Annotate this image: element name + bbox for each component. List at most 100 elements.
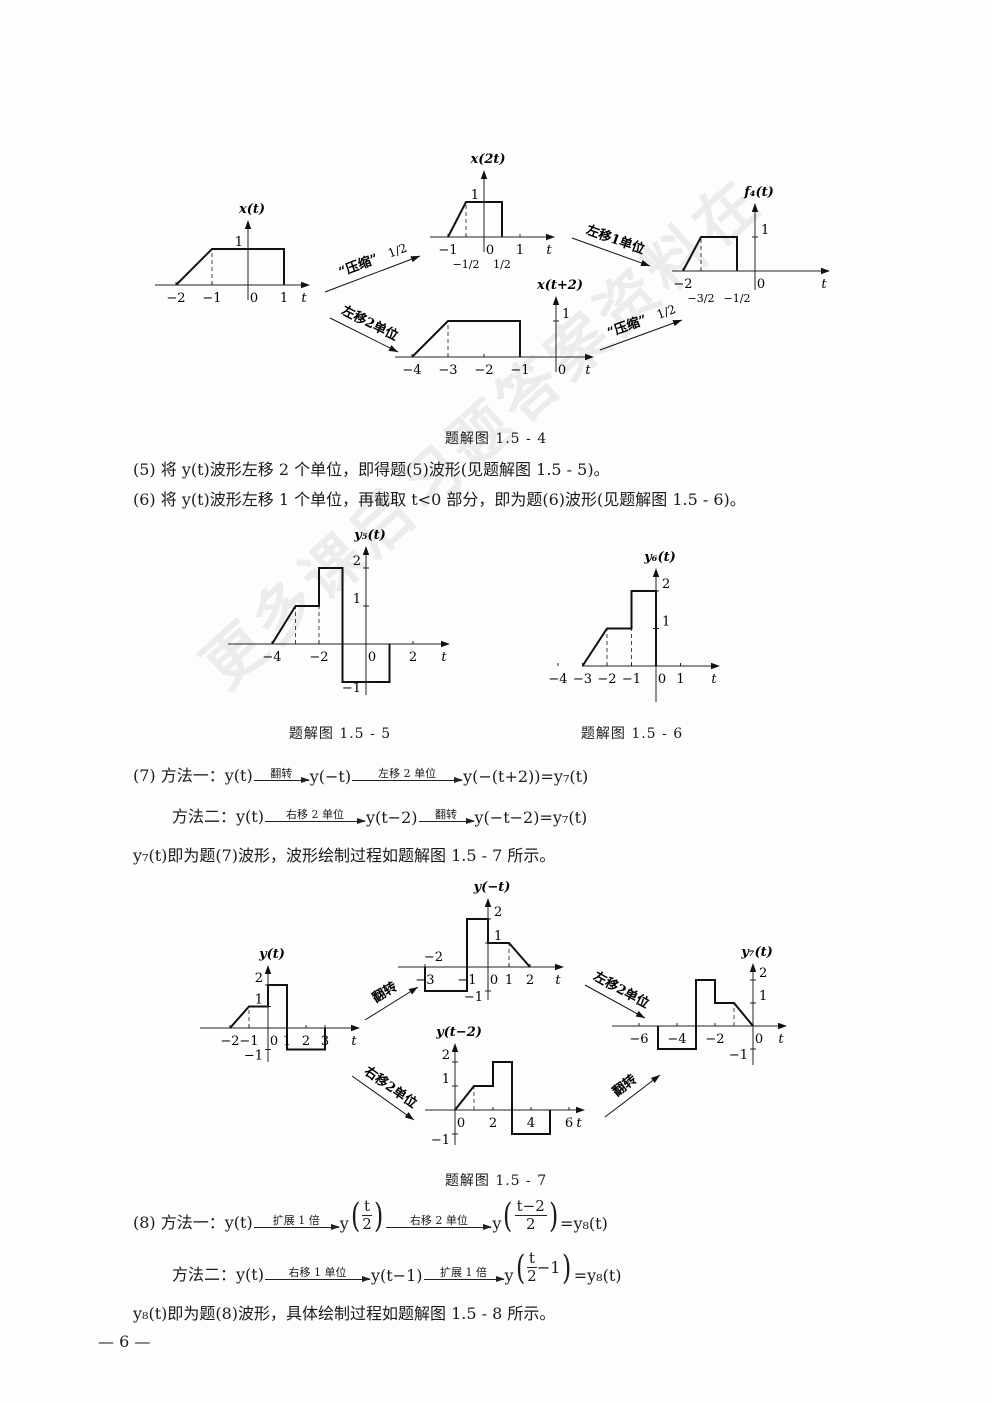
arrow-label: 右移 1 单位 [288, 1266, 347, 1279]
y-tick-label: −1 [244, 1049, 263, 1064]
t-tick-label: 0 [270, 1034, 278, 1049]
paren-right: ) [374, 1195, 384, 1236]
arrow-label-text: 左移1单位 [584, 222, 647, 258]
plot-title: y(t) [258, 947, 285, 962]
t-tick-label: 0 [658, 672, 666, 687]
arrow-label-text: 翻转 [369, 979, 400, 1006]
t-tick-label: −1/2 [724, 292, 751, 305]
plot-title: y₇(t) [740, 945, 773, 960]
waveform [229, 984, 326, 1051]
plot-title: y(t−2) [435, 1025, 482, 1040]
arrow-line [264, 1276, 371, 1282]
y-tick-label: 1 [235, 235, 243, 250]
waveform [411, 320, 521, 358]
transform-arrow: 翻转 [253, 767, 310, 783]
plot-title: x(t+2) [536, 278, 583, 293]
t-tick-label: −2 [309, 650, 328, 665]
t-tick-label: −2 [166, 291, 185, 306]
y-axis-arrow-icon [480, 170, 488, 179]
numerator: t [526, 1249, 537, 1268]
t-axis-arrow-icon [711, 662, 720, 670]
t-tick-label: −1 [438, 243, 457, 258]
text-run: y(−t) [309, 767, 352, 786]
t-tick-label: −4 [667, 1032, 686, 1047]
t-tick-label: 0 [755, 1032, 763, 1047]
y-tick-label: 1 [759, 989, 767, 1004]
t-axis-arrow-icon [555, 963, 564, 971]
waveform [657, 979, 754, 1050]
t-axis-label: t [711, 672, 717, 687]
y-axis-arrow-icon [749, 963, 757, 972]
arrow-line [324, 255, 421, 293]
arrow-line [352, 777, 464, 783]
text-run: y(−(t+2))=y₇(t) [463, 767, 589, 786]
arrow-head-icon [672, 320, 682, 327]
caption-fig-1-5-6: 题解图 1.5 - 6 [580, 726, 684, 742]
t-axis-label: t [301, 291, 307, 306]
y-tick-label: 2 [255, 971, 263, 986]
arrow-line [253, 1224, 340, 1230]
t-tick-label: 1 [676, 672, 684, 687]
text-run: y₇(t)即为题(7)波形，波形绘制过程如题解图 1.5 - 7 所示。 [133, 846, 556, 865]
t-tick-label: 1 [505, 973, 513, 988]
arrow-line [599, 319, 683, 351]
t-tick-label: −1 [202, 291, 221, 306]
y-axis-arrow-icon [552, 296, 560, 305]
y-tick-label: 1 [471, 188, 479, 203]
t-axis-arrow-icon [351, 1024, 360, 1032]
t-tick-label: 0 [250, 291, 258, 306]
y-tick-label: 1 [353, 592, 361, 607]
t-axis-label: t [576, 1116, 582, 1131]
arrow-label-fraction: 1/2 [386, 241, 409, 261]
paren-left: ( [503, 1195, 513, 1236]
plot-title: y₅(t) [353, 528, 386, 543]
y-tick-label: −1 [342, 681, 361, 696]
arrow-label: 左移 2 单位 [378, 767, 437, 780]
caption-fig-1-5-7: 题解图 1.5 - 7 [444, 1173, 548, 1189]
transform-arrow-a8: 翻转 [604, 1071, 661, 1118]
transform-arrow: 翻转 [418, 808, 475, 824]
t-tick-label: −4 [262, 650, 281, 665]
t-tick-label: −2 [597, 672, 616, 687]
t-axis-label: t [441, 650, 447, 665]
text-run: y(t−1) [370, 1266, 423, 1285]
arrow-line [253, 777, 310, 783]
denominator: 2 [527, 1267, 537, 1285]
y-axis-arrow-icon [652, 568, 660, 577]
y-tick-label: 2 [353, 554, 361, 569]
t-tick-label: 6 [565, 1116, 573, 1131]
plot-f4: tf₄(t)−2−3/2−1/201 [672, 185, 830, 305]
arrow-line [386, 1224, 493, 1230]
t-tick-label: −1/2 [453, 258, 480, 271]
t-tick-label: 0 [490, 973, 498, 988]
arrow-head-icon [408, 987, 418, 995]
y-tick-label: 2 [442, 1048, 450, 1063]
y-tick-label: 1 [442, 1072, 450, 1087]
y-tick-label: 2 [494, 905, 502, 920]
y-tick-label: 2 [662, 577, 670, 592]
arrow-label: 右移 2 单位 [409, 1214, 468, 1227]
transform-arrow: 右移 2 单位 [386, 1214, 493, 1230]
arrow-head-icon [388, 345, 398, 352]
text-run: y(t−2) [365, 808, 418, 827]
denominator: 2 [362, 1215, 372, 1233]
transform-arrow-a2: 左移1单位 [571, 222, 651, 267]
t-tick-label: −3/2 [688, 292, 715, 305]
arrow-label: 右移 2 单位 [285, 808, 344, 821]
plot-title: y₆(t) [643, 550, 676, 565]
t-tick-label: −2 [220, 1034, 239, 1049]
y-axis-arrow-icon [751, 203, 759, 212]
transform-arrow-a1: “压缩”1/2 [324, 241, 421, 293]
t-tick-label: −4 [548, 672, 567, 687]
waveform [454, 1061, 551, 1135]
y-axis-arrow-icon [451, 1043, 459, 1052]
t-tick-label: 4 [527, 1116, 535, 1131]
